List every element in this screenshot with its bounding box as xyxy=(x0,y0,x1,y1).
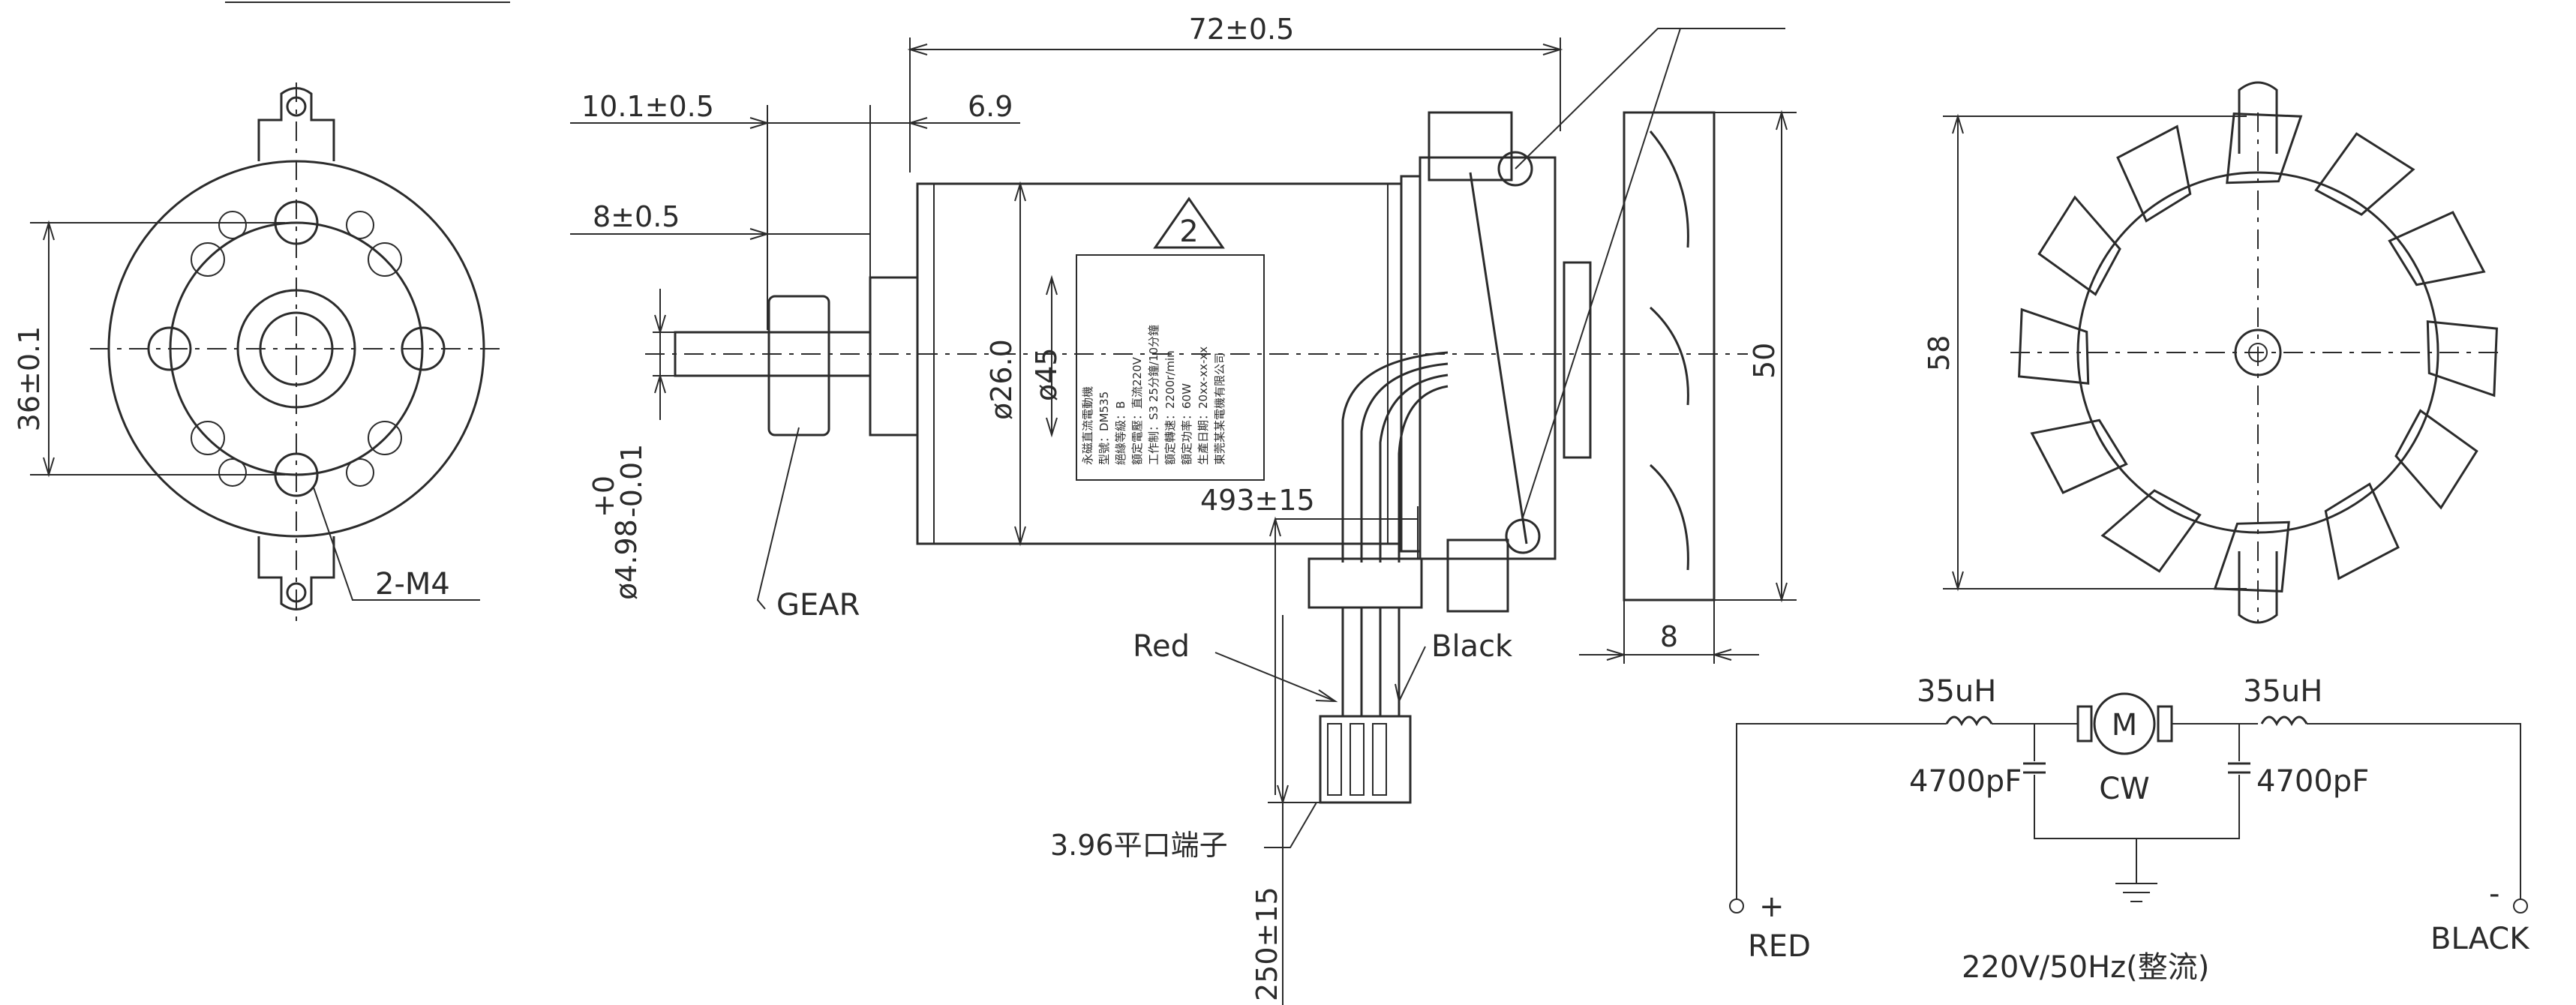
fan-blade xyxy=(2226,112,2303,184)
svg-text:工作制：S3 25分鐘/10分鐘: 工作制：S3 25分鐘/10分鐘 xyxy=(1147,325,1160,465)
svg-text:額定轉速：2200r/min: 額定轉速：2200r/min xyxy=(1163,350,1177,465)
front-view: 36±0.1 2-M4 xyxy=(13,2,510,622)
svg-text:2: 2 xyxy=(1179,214,1198,249)
fan-blade xyxy=(2394,409,2478,510)
shaft-tol-upper: +0 xyxy=(587,476,620,518)
fan-blade xyxy=(2037,195,2121,296)
wire-493-dim: 493±15 xyxy=(1200,484,1315,517)
terminal-label: 3.96平口端子 xyxy=(1050,829,1228,862)
fan-blade xyxy=(2314,132,2415,216)
svg-text:額定電壓：直流220V: 額定電壓：直流220V xyxy=(1130,356,1144,465)
motor-symbol xyxy=(2093,692,2156,755)
gear-label: GEAR xyxy=(776,588,860,622)
terminal-red-label: RED xyxy=(1748,929,1811,964)
fan-blade xyxy=(2100,489,2202,573)
mounting-holes xyxy=(147,200,446,497)
front-height-dim: 36±0.1 xyxy=(13,326,46,432)
overall-length-dim: 72±0.5 xyxy=(1189,13,1295,46)
svg-text:M: M xyxy=(2112,708,2138,742)
fan-blade xyxy=(2018,308,2090,385)
supply-label: 220V/50Hz(整流) xyxy=(1962,950,2209,985)
fan-blade xyxy=(2030,418,2128,494)
minus-sign: - xyxy=(2489,877,2499,911)
wire-black-label: Black xyxy=(1431,629,1513,664)
fan-height-dim: 50 xyxy=(1748,343,1781,379)
cap-left-label: 4700pF xyxy=(1909,764,2022,799)
terminal-minus xyxy=(2513,898,2528,914)
cap-right-label: 4700pF xyxy=(2256,764,2369,799)
inductor-left-label: 35uH xyxy=(1917,674,1996,709)
inductor-right-label: 35uH xyxy=(2243,674,2322,709)
svg-text:永磁直流電動機: 永磁直流電動機 xyxy=(1081,386,1094,465)
nameplate: 永磁直流電動機 型號：DM535 絕緣等級：B 額定電壓：直流220V 工作制：… xyxy=(1076,254,1265,481)
terminal-plus xyxy=(1729,898,1744,914)
dim-6-9: 6.9 xyxy=(968,90,1013,123)
fan-width-dim: 8 xyxy=(1660,620,1678,653)
inductor-right xyxy=(2260,716,2308,727)
fan-blade xyxy=(2426,320,2498,398)
fan-blade xyxy=(2388,211,2486,286)
hole-note: 2-M4 xyxy=(375,567,450,602)
svg-text:生產日期：20xx-xx-xx: 生產日期：20xx-xx-xx xyxy=(1196,346,1210,465)
ground-symbol xyxy=(2115,838,2157,902)
svg-text:型號：DM535: 型號：DM535 xyxy=(1097,392,1111,465)
wire-red-label: Red xyxy=(1133,629,1190,664)
plus-sign: + xyxy=(1759,890,1785,924)
fan-blade xyxy=(2324,482,2400,580)
circuit-diagram: 35uH 35uH M CW 4700pF 4700pF + - RED BLA… xyxy=(1729,674,2530,985)
fan-blades xyxy=(2018,112,2498,592)
shaft-length-dim: 10.1±0.5 xyxy=(581,90,714,123)
warning-symbol: 2 xyxy=(1153,196,1225,249)
inductor-left xyxy=(1945,716,1993,727)
svg-text:絕緣等級：B: 絕緣等級：B xyxy=(1114,401,1127,465)
fan-view: 58 xyxy=(1923,81,2505,624)
side-view: 72±0.5 10.1±0.5 6.9 8±0.5 ø4.98 +0 -0.01… xyxy=(570,13,1797,1005)
fan-blade xyxy=(2116,124,2192,223)
shaft-tol-lower: -0.01 xyxy=(615,444,648,518)
body-45-dim: ø45 xyxy=(1030,347,1063,401)
fan-diameter-dim: 58 xyxy=(1923,335,1956,371)
body-26-dim: ø26.0 xyxy=(985,339,1018,420)
terminal-black-label: BLACK xyxy=(2430,922,2530,956)
svg-text:額定功率：60W: 額定功率：60W xyxy=(1180,383,1193,465)
svg-text:東莞某某電機有限公司: 東莞某某電機有限公司 xyxy=(1213,352,1226,465)
rotation-label: CW xyxy=(2099,772,2149,806)
shaft-dia-dim: ø4.98 xyxy=(610,519,643,600)
shaft-8-dim: 8±0.5 xyxy=(593,200,680,233)
wire-250-dim: 250±15 xyxy=(1250,886,1283,1001)
